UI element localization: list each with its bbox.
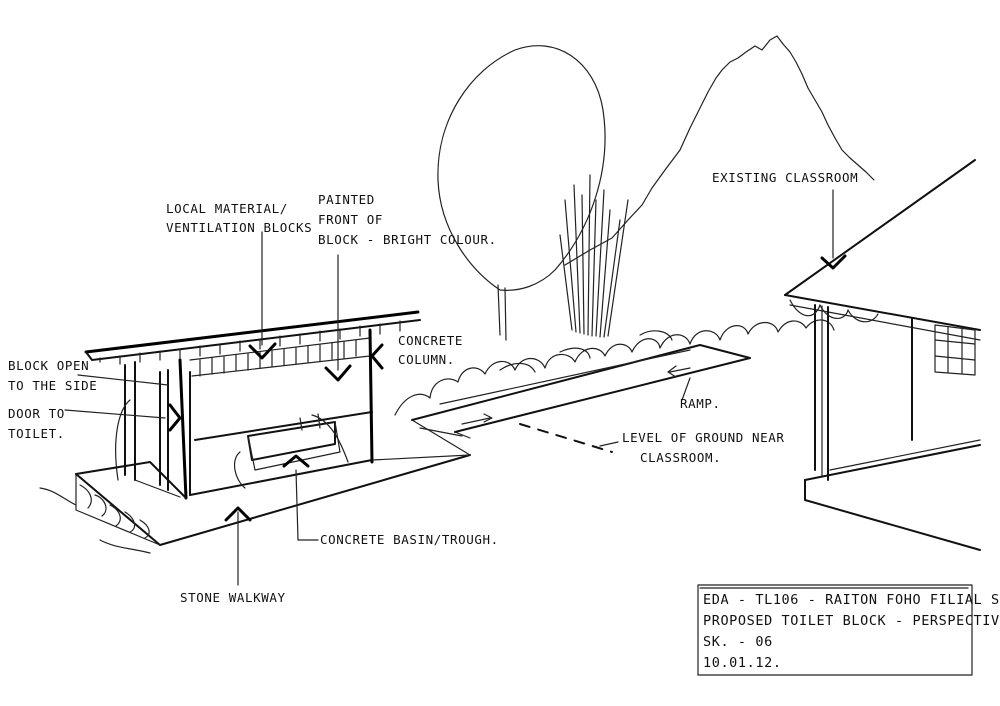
label-painted-line3: BLOCK - BRIGHT COLOUR.: [318, 232, 497, 247]
label-block-open-line1: BLOCK OPEN: [8, 358, 89, 373]
existing-classroom-building: [784, 159, 981, 551]
title-block-line2: PROPOSED TOILET BLOCK - PERSPECTIVE.: [703, 613, 1000, 629]
title-block: EDA - TL106 - RAITON FOHO FILIAL SCHOOL …: [697, 584, 1000, 676]
walkway-platform: [39, 419, 471, 554]
toilet-block: [84, 310, 421, 500]
label-door-line1: DOOR TO: [8, 406, 65, 421]
ground-level-dashed-line: [519, 423, 613, 453]
title-block-line3: SK. - 06: [703, 634, 773, 650]
label-ramp: RAMP.: [680, 396, 721, 411]
label-local-material-line1: LOCAL MATERIAL/: [166, 201, 288, 216]
label-concrete-column-line1: CONCRETE: [398, 333, 463, 348]
label-local-material-line2: VENTILATION BLOCKS: [166, 220, 312, 235]
mountain-outline: [564, 35, 875, 266]
title-block-line4: 10.01.12.: [703, 655, 782, 671]
label-stone-walkway: STONE WALKWAY: [180, 590, 286, 605]
reeds: [559, 174, 629, 338]
annotations: LOCAL MATERIAL/ VENTILATION BLOCKS PAINT…: [8, 170, 858, 605]
bush-line: [394, 319, 835, 416]
title-block-line1: EDA - TL106 - RAITON FOHO FILIAL SCHOOL: [703, 592, 1000, 608]
bush-line-lower: [499, 330, 673, 373]
label-existing-classroom: EXISTING CLASSROOM: [712, 170, 858, 185]
label-painted-line2: FRONT OF: [318, 212, 383, 227]
label-block-open-line2: TO THE SIDE: [8, 378, 97, 393]
ramp: [411, 344, 751, 439]
label-concrete-column-line2: COLUMN.: [398, 352, 455, 367]
label-level-line1: LEVEL OF GROUND NEAR: [622, 430, 785, 445]
label-painted-line1: PAINTED: [318, 192, 375, 207]
tree-trunk: [497, 284, 507, 341]
tree-canopy: [437, 45, 606, 291]
label-level-line2: CLASSROOM.: [640, 450, 721, 465]
label-door-line2: TOILET.: [8, 426, 65, 441]
leader-lines: [64, 189, 847, 586]
label-basin: CONCRETE BASIN/TROUGH.: [320, 532, 499, 547]
